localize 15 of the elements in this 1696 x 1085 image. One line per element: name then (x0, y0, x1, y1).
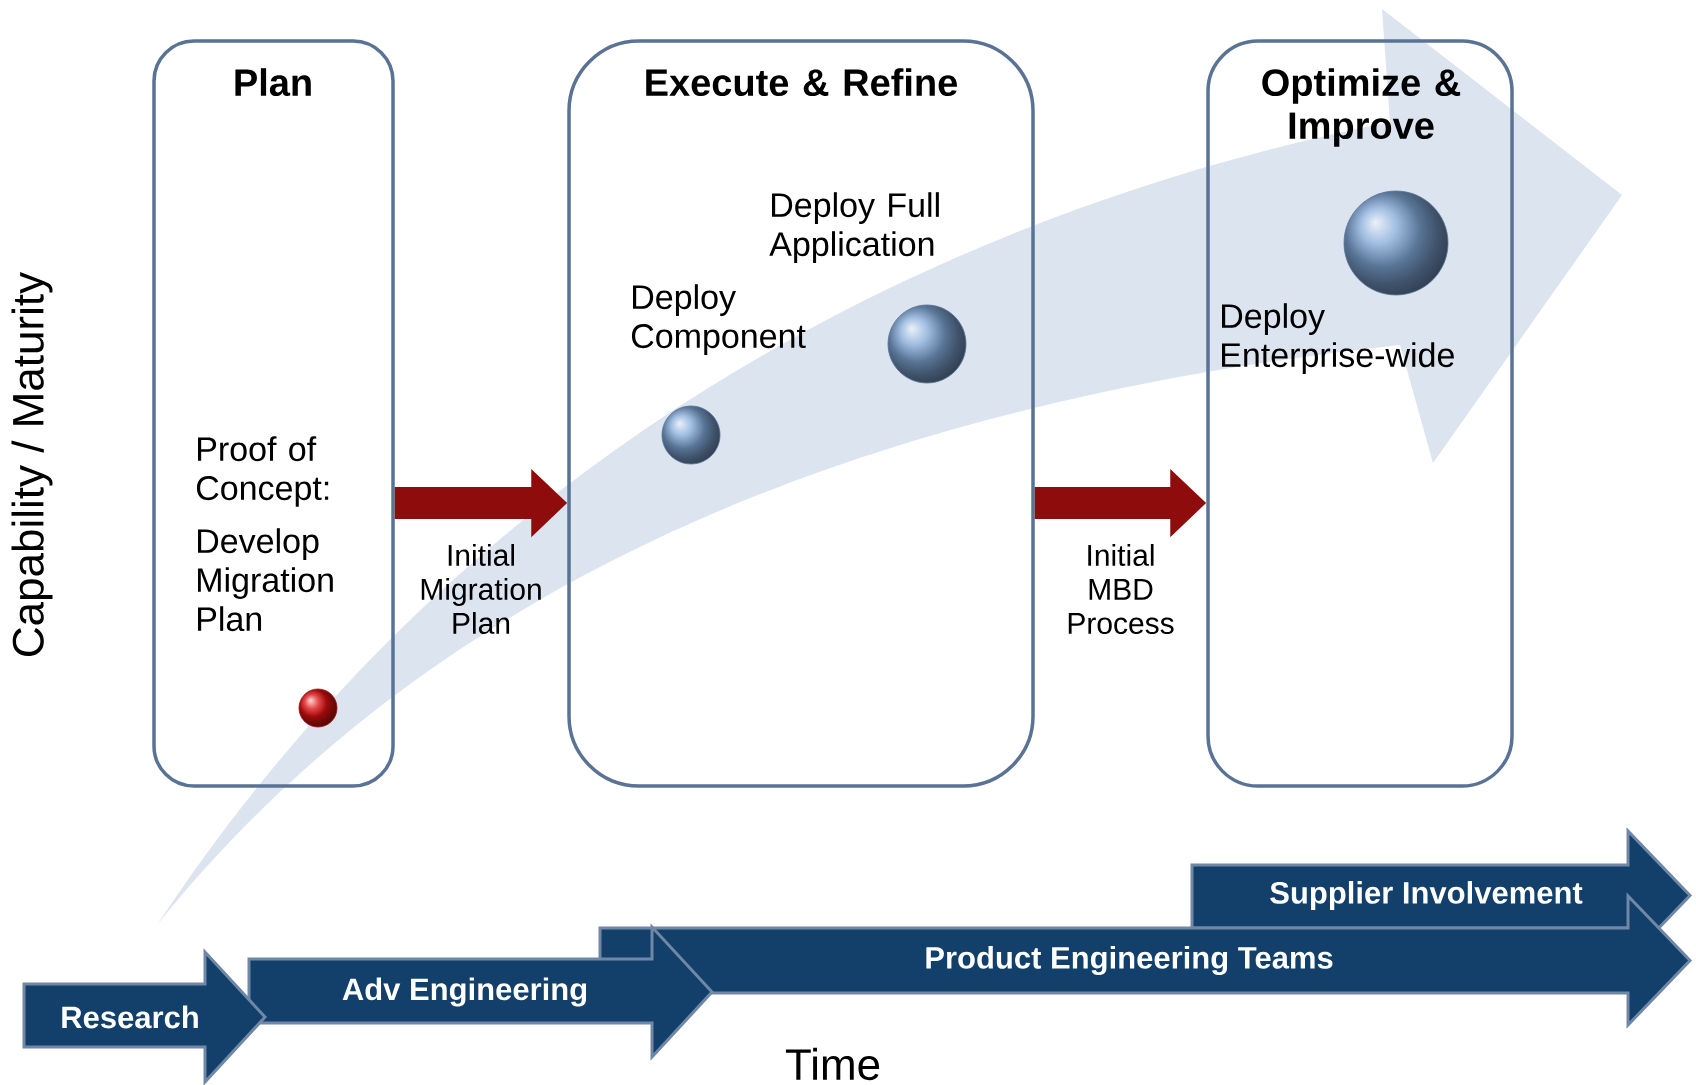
phase-banner: Research (22, 948, 268, 1085)
ball (298, 688, 338, 728)
axis-label: Capability / Maturity (11, 272, 53, 656)
phase-banner: Adv Engineering (247, 923, 715, 1061)
box-title: Optimize & Improve (1262, 68, 1461, 147)
step-text: Deploy Enterprise-wide (1222, 303, 1454, 374)
box-title: Plan (235, 68, 311, 97)
box-text: Proof of Concept: (196, 436, 329, 507)
axis-label: Time (785, 1047, 880, 1081)
edge-label: Initial MBD Process (1068, 544, 1174, 635)
step-text: Deploy Full Application (769, 192, 939, 263)
edge-label: Initial Migration Plan (421, 544, 541, 635)
step-text: Deploy Component (631, 284, 806, 355)
box-text: Develop Migration Plan (198, 528, 333, 632)
box-title: Execute & Refine (646, 68, 957, 97)
